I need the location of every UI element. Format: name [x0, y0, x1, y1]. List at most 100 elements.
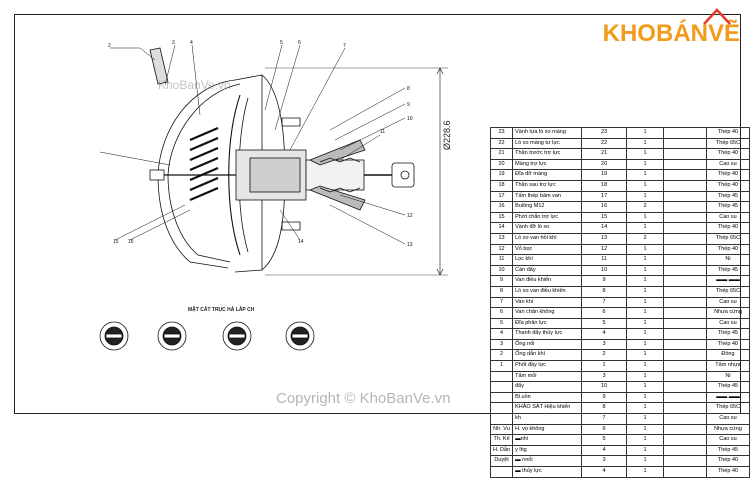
- bom-cell: 1: [626, 349, 665, 362]
- bom-cell: Thép 45: [705, 444, 750, 457]
- bom-cell: ▬ thủy lực: [512, 466, 583, 478]
- watermark-top: KhoBanVe.vn: [158, 78, 231, 92]
- bom-cell: H. vọ không: [512, 423, 583, 436]
- bom-cell: 12: [489, 243, 514, 256]
- bom-cell: [663, 222, 707, 234]
- bom-cell: 4: [581, 328, 628, 340]
- bom-cell: 11: [489, 254, 514, 266]
- bom-cell: 9: [581, 275, 628, 287]
- bom-cell: [663, 466, 707, 478]
- bom-cell: [489, 370, 514, 383]
- bom-cell: [663, 201, 707, 213]
- bom-cell: 6: [489, 307, 514, 319]
- bom-cell: KHẢO SÁT Hiệu khiển: [512, 402, 583, 415]
- roof-icon: [703, 8, 731, 25]
- bom-cell: [663, 391, 707, 404]
- bom-cell: [663, 190, 707, 203]
- bom-cell: Bl.uồn: [512, 391, 583, 404]
- bom-cell: 10: [581, 381, 628, 393]
- callout-number: 5: [280, 40, 283, 46]
- bom-cell: 1: [626, 243, 665, 256]
- bom-cell: [663, 296, 707, 309]
- bom-cell: 1: [626, 370, 665, 383]
- bom-cell: ▬ nnối: [512, 455, 583, 467]
- bom-cell: 2: [626, 232, 665, 245]
- bom-cell: H. Dẫn: [489, 444, 514, 457]
- bom-cell: 1: [626, 466, 665, 478]
- bom-cell: 4: [489, 328, 514, 340]
- bom-cell: Đồng: [705, 349, 750, 362]
- section-label: MẶT CẮT TRỤC HÀ LẮP CH: [188, 307, 255, 313]
- bom-cell: 13: [581, 232, 628, 245]
- bom-cell: 1: [626, 413, 665, 425]
- bom-cell: Duyệt: [489, 455, 514, 467]
- bom-cell: 1: [626, 307, 665, 319]
- bom-cell: 1: [626, 455, 665, 467]
- bom-cell: 1: [626, 190, 665, 203]
- bom-cell: Cần đẩy: [512, 264, 583, 277]
- bom-cell: 1: [626, 381, 665, 393]
- bom-cell: Thép 40: [705, 338, 750, 351]
- bom-cell: 8: [489, 285, 514, 298]
- bom-cell: Thép 45: [705, 381, 750, 393]
- bom-cell: Nh. Vụ: [489, 423, 514, 436]
- bom-cell: 23: [581, 127, 628, 139]
- bom-cell: 10: [489, 264, 514, 277]
- bom-cell: 1: [626, 444, 665, 457]
- bom-cell: Cao su: [705, 211, 750, 224]
- callout-number: 10: [407, 116, 413, 122]
- bom-cell: Thân trước trợ lực: [512, 148, 583, 160]
- bom-cell: 1: [626, 254, 665, 266]
- bom-cell: 3: [581, 338, 628, 351]
- bom-cell: Thanh đẩy thủy lực: [512, 328, 583, 340]
- bom-cell: [663, 349, 707, 362]
- bom-cell: 4: [581, 444, 628, 457]
- bom-cell: 1: [626, 169, 665, 181]
- bom-cell: [663, 402, 707, 415]
- bom-cell: 1: [626, 391, 665, 404]
- bom-cell: [663, 169, 707, 181]
- callout-number: 9: [407, 102, 410, 108]
- bom-cell: 3: [581, 370, 628, 383]
- callout-number: 11: [380, 129, 385, 135]
- bom-cell: 1: [626, 360, 665, 372]
- bom-cell: 7: [489, 296, 514, 309]
- bom-cell: Vành đỡ lò xo: [512, 222, 583, 234]
- bom-cell: Ni: [705, 254, 750, 266]
- bom-cell: [663, 444, 707, 457]
- bom-cell: [663, 179, 707, 192]
- bom-cell: [663, 381, 707, 393]
- bom-cell: 1: [626, 222, 665, 234]
- bom-cell: 17: [581, 190, 628, 203]
- callout-number: 3: [172, 40, 175, 46]
- bom-cell: [663, 317, 707, 330]
- bom-cell: [663, 338, 707, 351]
- bom-cell: 1: [626, 296, 665, 309]
- bom-cell: Thép 40: [705, 148, 750, 160]
- bom-cell: 17: [489, 190, 514, 203]
- watermark-bottom: Copyright © KhoBanVe.vn: [276, 390, 451, 407]
- bom-cell: 20: [581, 158, 628, 171]
- bom-cell: ▬nhi: [512, 434, 583, 446]
- bom-cell: 1: [626, 127, 665, 139]
- bom-cell: 22: [489, 137, 514, 150]
- diameter-dimension: Ø228.6: [442, 120, 452, 150]
- bom-cell: Thép 40: [705, 466, 750, 478]
- bom-cell: 14: [489, 222, 514, 234]
- bom-cell: [489, 381, 514, 393]
- bom-cell: 15: [489, 211, 514, 224]
- bom-cell: [663, 127, 707, 139]
- logo-text-banve: BÁNVẼ: [655, 20, 740, 47]
- bom-cell: Đĩa phản lực: [512, 317, 583, 330]
